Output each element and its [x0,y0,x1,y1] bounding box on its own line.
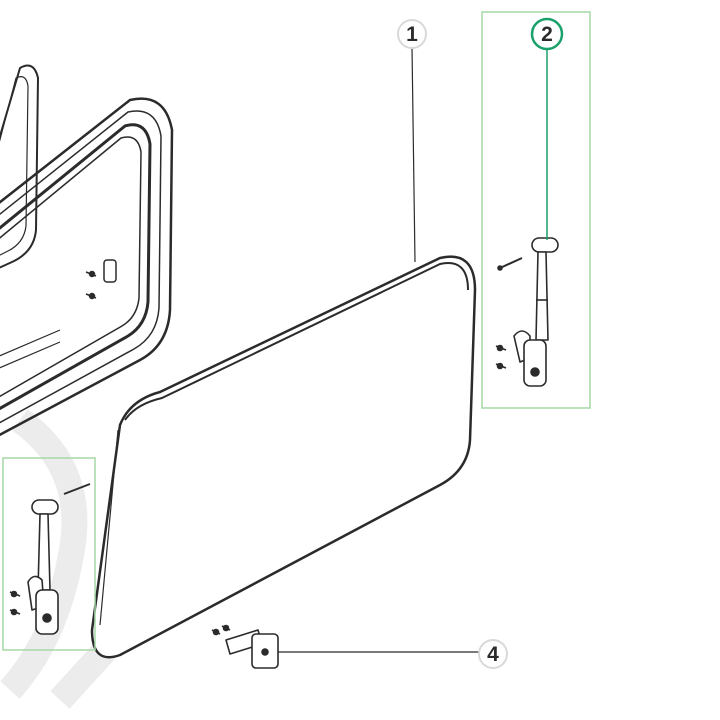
frame-catch [85,259,117,300]
left-strut-highlight-box [2,457,96,651]
callout-4[interactable]: 4 [478,639,508,669]
window-frame [0,64,174,437]
callout-2[interactable]: 2 [530,17,564,51]
callout-1-ring [397,19,427,49]
latch-bracket [211,624,279,669]
leader-line-1 [411,46,416,263]
item-2-highlight-box [481,11,591,409]
callout-1-label: 1 [406,23,418,46]
callout-4-label: 4 [487,643,499,666]
stay-arm-left [9,483,91,635]
callout-2-label: 2 [541,23,553,46]
stay-arm-right [495,237,559,387]
window-pane [90,255,477,659]
callout-4-ring [478,639,508,669]
callout-1[interactable]: 1 [397,19,427,49]
callout-2-ring [530,17,564,51]
